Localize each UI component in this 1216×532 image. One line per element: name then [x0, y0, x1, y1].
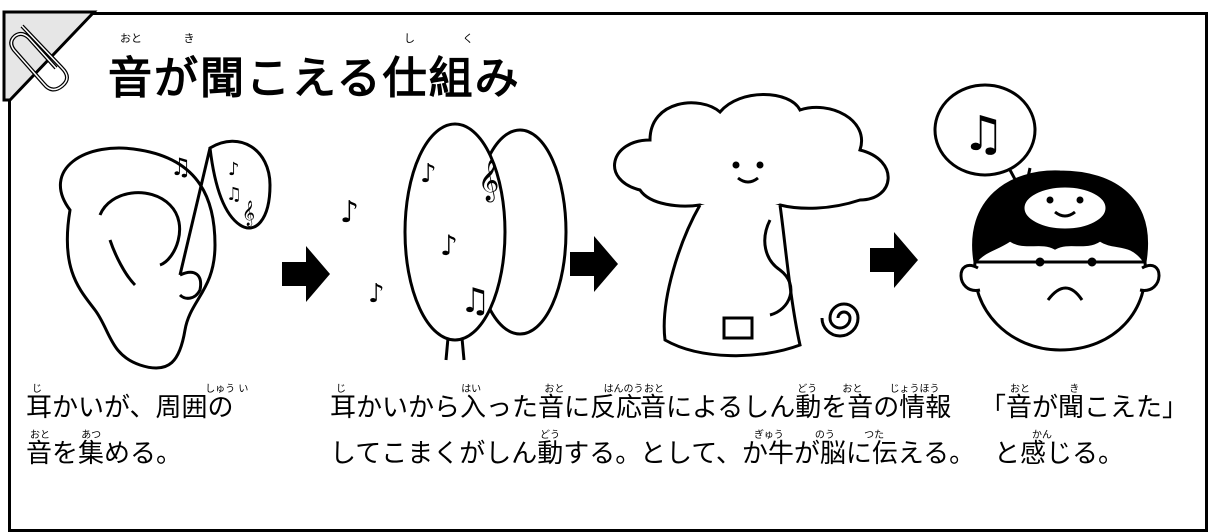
svg-text:♫: ♫ [460, 281, 490, 321]
svg-text:♪: ♪ [368, 279, 385, 309]
arrow-right-icon [282, 246, 330, 302]
svg-text:♫: ♫ [226, 184, 242, 205]
ruby-text: し [404, 32, 415, 45]
page-title: 音が聞こえる仕組み [108, 53, 521, 104]
step-3-caption-line-2: として、か牛が脳に伝える。 [640, 439, 976, 469]
svg-text:♪: ♪ [340, 195, 359, 230]
ruby-text: おと [644, 384, 664, 395]
child-illustration [933, 83, 1161, 352]
ruby-text: おと [842, 384, 863, 395]
eardrum-illustration [403, 122, 568, 361]
ruby-text: どう [797, 384, 818, 395]
ruby-text: どう [540, 430, 560, 441]
step-4-caption-line-1: 「音が聞こえた」 [980, 393, 1189, 423]
step-2-caption-line-1: 耳かいから入った音に反応 [330, 393, 643, 423]
step-2-ruby-2: どう [540, 426, 560, 441]
ruby-text: おと [30, 430, 50, 441]
step-1-ruby-1: じ しゅう い [32, 380, 248, 395]
title-ruby: おと き し く [120, 30, 474, 46]
ruby-text: はい [461, 384, 482, 395]
step-1-caption-line-2: 音を集める。 [26, 439, 183, 469]
arrow-right-icon [870, 232, 918, 288]
music-note-icon: ♫ [962, 106, 1005, 162]
step-2-caption-line-2: してこまくがしん動する。 [330, 439, 642, 469]
music-note-icon: ♪ ♪ ♪ 𝄞 ♪ ♫ [340, 159, 499, 321]
step-3-caption-line-1: 音によるしん動を音の情報 [640, 393, 952, 423]
ruby-text: じ [336, 384, 346, 395]
ruby-text: く [462, 32, 474, 45]
ruby-text: じ [32, 384, 42, 395]
svg-text:♫: ♫ [962, 106, 1005, 162]
step-3-ruby-1: おと どう おと じょうほう [644, 380, 940, 395]
step-3-ruby-2: ぎゅう のう つた [754, 426, 884, 441]
ruby-text: き [1069, 384, 1080, 395]
ruby-text: おと [120, 32, 142, 45]
paperclip-icon [2, 10, 98, 102]
ruby-text: じょうほう [889, 384, 940, 395]
arrow-right-icon [570, 236, 618, 292]
step-4-ruby-1: おと き [1010, 380, 1079, 395]
svg-text:♪: ♪ [420, 159, 437, 189]
ruby-text: あつ [81, 430, 102, 441]
ruby-text: しゅう い [205, 384, 249, 395]
ruby-text: はんのう [603, 384, 644, 395]
ruby-text: ぎゅう [754, 430, 784, 441]
svg-text:♫: ♫ [170, 153, 192, 181]
svg-text:♪: ♪ [440, 229, 458, 262]
brain-illustration [613, 93, 890, 358]
step-2-ruby-1: じ はい おと はんのう [336, 380, 644, 395]
ruby-text: のう [814, 430, 835, 441]
step-4-ruby-2: かん [1032, 426, 1052, 441]
ruby-text: おと [544, 384, 565, 395]
ruby-text: き [183, 32, 195, 45]
svg-text:𝄞: 𝄞 [478, 159, 499, 202]
music-note-icon: ♫ ♪ ♫ 𝄞 [170, 153, 255, 226]
ruby-text: かん [1032, 430, 1052, 441]
step-4-caption-line-2: と感じる。 [994, 439, 1125, 469]
ruby-text: おと [1010, 384, 1030, 395]
step-1-ruby-2: おと あつ [30, 426, 101, 441]
svg-text:♪: ♪ [228, 159, 240, 180]
step-1-caption-line-1: 耳かいが、周囲の [26, 393, 234, 423]
ruby-text: つた [864, 430, 885, 441]
ear-illustration [58, 139, 272, 370]
illustrations: ♫ ♪ ♫ 𝄞 ♪ ♪ ♪ 𝄞 ♪ ♫ [2, 10, 1161, 370]
svg-text:𝄞: 𝄞 [242, 200, 255, 226]
